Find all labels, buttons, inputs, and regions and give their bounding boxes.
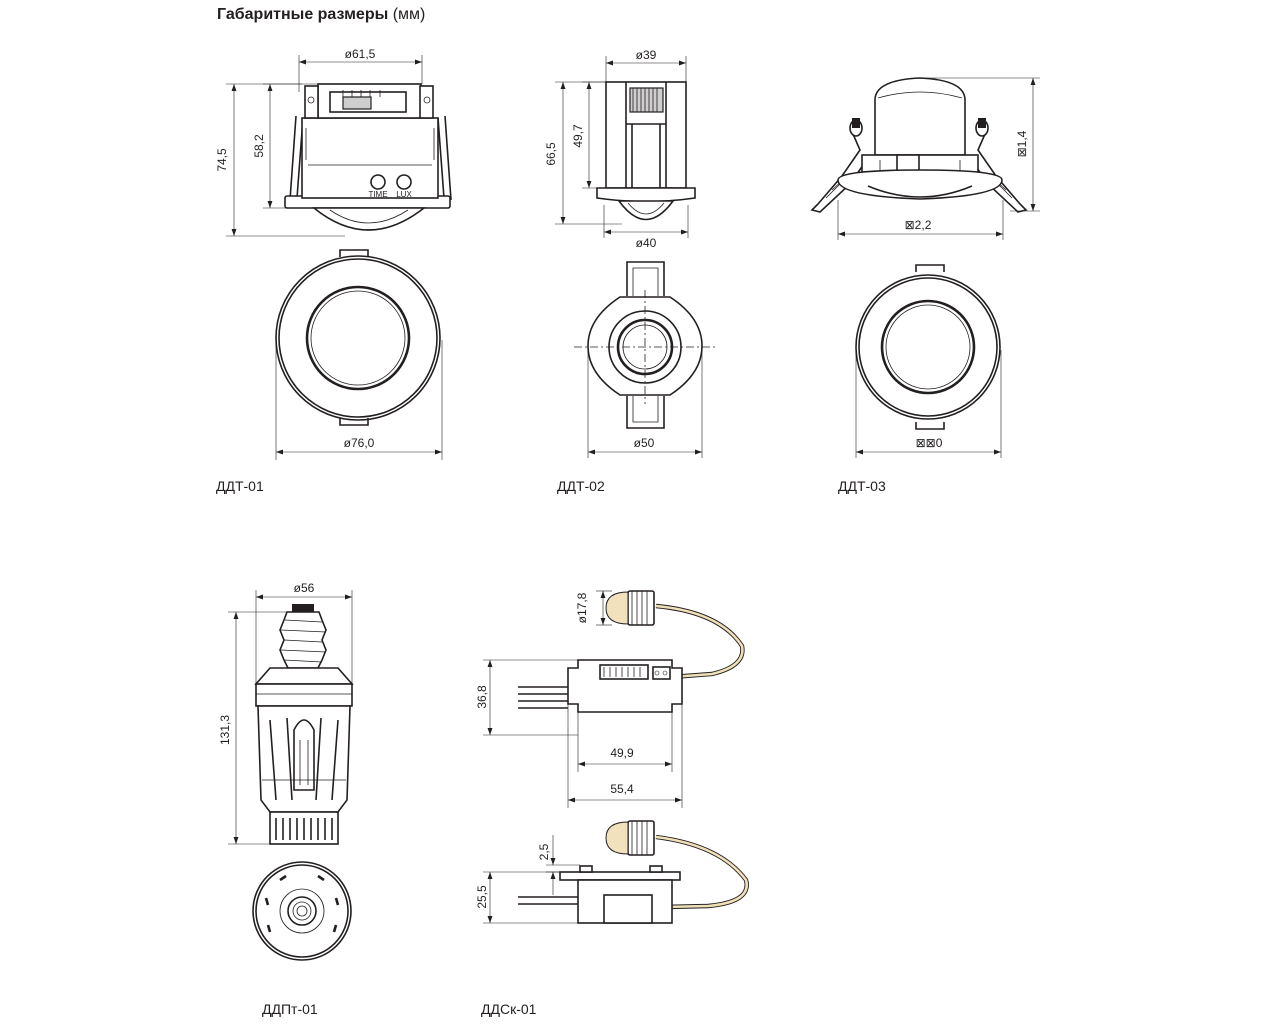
title-text: Габаритные размеры <box>217 6 389 23</box>
ddt01-side-view: TIME LUX ø61,5 74,5 58,2 <box>215 47 452 237</box>
ddt01-time-label: TIME <box>368 190 387 199</box>
ddt01-body-height: 58,2 <box>252 134 266 158</box>
ddsk01-total-width: 55,4 <box>610 782 634 796</box>
ddsk01-side-view: 2,5 25,5 <box>475 820 749 924</box>
ddpt01-height: 131,3 <box>218 715 232 745</box>
ddpt01-bottom-view <box>252 861 352 961</box>
ddt03-face-diameter: ⊠⊠0 <box>916 436 943 450</box>
ddt01-drawing: TIME LUX ø61,5 74,5 58,2 <box>215 47 452 494</box>
ddt01-total-height: 74,5 <box>215 148 229 172</box>
ddsk01-top-view: ø17,8 36,8 49,9 55,4 <box>475 590 745 808</box>
ddt03-front-view: ⊠⊠0 <box>855 264 1002 458</box>
ddt03-drawing: ⊠1,4 ⊠2,2 ⊠⊠0 ДДТ-03 <box>810 77 1040 494</box>
ddpt01-diameter: ø56 <box>294 581 315 595</box>
ddt01-label: ДДТ-01 <box>216 478 264 494</box>
ddsk01-inner-width: 49,9 <box>610 746 634 760</box>
ddsk01-side-height: 25,5 <box>475 885 489 909</box>
ddsk01-sensor-diameter: ø17,8 <box>575 592 589 623</box>
ddt02-total-height: 66,5 <box>544 142 558 166</box>
ddt02-drawing: ø39 66,5 49,7 ø40 <box>544 48 716 494</box>
ddt03-width: ⊠2,2 <box>905 218 932 232</box>
ddsk01-flange: 2,5 <box>537 843 551 860</box>
ddsk01-label: ДДСк-01 <box>481 1001 537 1017</box>
ddt02-body-height: 49,7 <box>571 124 585 148</box>
ddt03-label: ДДТ-03 <box>838 478 886 494</box>
ddsk01-height: 36,8 <box>475 685 489 709</box>
ddt02-face-width: ø50 <box>634 436 655 450</box>
ddpt01-side-view: ø56 131,3 <box>218 581 354 845</box>
ddpt01-label: ДДПт-01 <box>262 1001 318 1017</box>
page-title: Габаритные размеры (мм) <box>217 4 425 26</box>
title-unit: (мм) <box>392 6 426 23</box>
ddsk01-drawing: ø17,8 36,8 49,9 55,4 <box>475 590 749 1017</box>
ddt01-front-view: ø76,0 <box>275 249 443 460</box>
ddt01-top-width: ø61,5 <box>345 47 376 61</box>
ddt01-lux-label: LUX <box>396 190 412 199</box>
ddpt01-drawing: ø56 131,3 ДДПт-01 <box>218 581 354 1017</box>
ddt02-side-view: ø39 66,5 49,7 ø40 <box>544 48 696 250</box>
ddt02-base-diameter: ø40 <box>636 236 657 250</box>
ddt03-height: ⊠1,4 <box>1015 130 1029 157</box>
ddt01-face-diameter: ø76,0 <box>344 436 375 450</box>
ddt03-side-view: ⊠1,4 ⊠2,2 <box>810 77 1040 240</box>
ddt02-top-width: ø39 <box>636 48 657 62</box>
ddt02-front-view: ø50 <box>574 261 716 458</box>
ddt02-label: ДДТ-02 <box>557 478 605 494</box>
